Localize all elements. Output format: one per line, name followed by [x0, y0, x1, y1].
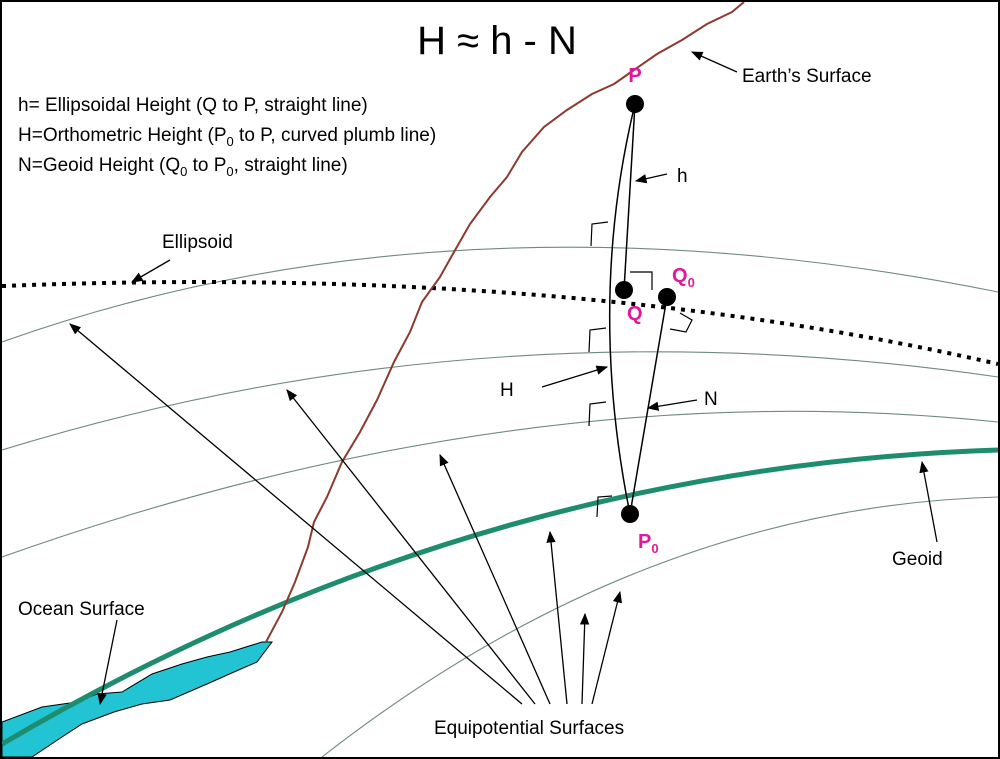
right-angle-marks [588, 221, 693, 518]
earth-surface-label: Earth’s Surface [742, 66, 872, 87]
equipotential-line-3 [2, 410, 998, 558]
geoid-label: Geoid [892, 549, 943, 570]
arrow-equipotential-2 [286, 389, 536, 705]
arrow-ellipsoid [130, 259, 171, 283]
right-angle-mark-6 [669, 312, 693, 333]
arrow-N [646, 399, 698, 411]
H-plumb-line [608, 103, 636, 515]
arrow-equipotential-4 [546, 530, 568, 705]
arrow-equipotential-1 [69, 323, 523, 705]
right-angle-mark-5 [630, 271, 653, 290]
point-Q-label: Q [627, 303, 643, 325]
arrow-equipotential-3 [439, 453, 551, 705]
h-label: h [677, 166, 688, 187]
right-angle-mark-4 [596, 495, 613, 518]
geoid-curve [2, 447, 998, 747]
definition-N: N=Geoid Height (Q0 to P0, straight line) [18, 155, 348, 179]
arrow-H [541, 365, 609, 388]
right-angle-mark-2 [588, 327, 607, 353]
definition-H: H=Orthometric Height (P0 to P, curved pl… [18, 125, 436, 149]
point-P0-label: P0 [638, 531, 659, 556]
right-angle-mark-1 [590, 221, 609, 247]
right-angle-mark-3 [588, 401, 607, 427]
arrow-geoid [919, 460, 938, 543]
ocean-surface-label: Ocean Surface [18, 599, 145, 620]
equipotential-line-1 [2, 246, 998, 343]
earth-surface-line [265, 2, 745, 643]
ellipsoid-label: Ellipsoid [162, 232, 233, 253]
diagram-title: H ≈ h - N [417, 19, 577, 63]
arrow-earth-surface [690, 51, 738, 73]
point-Q0 [658, 288, 676, 306]
equipotential-line-2 [2, 351, 998, 451]
arrow-equipotential-6 [591, 590, 622, 705]
point-P-label: P [628, 65, 641, 87]
h-line [623, 103, 636, 291]
equipotential-line-4 [321, 496, 998, 757]
ellipsoid-curve [2, 280, 998, 366]
arrow-equipotential-5 [579, 612, 590, 705]
point-P [626, 95, 644, 113]
H-label: H [500, 380, 514, 401]
equipotential-label: Equipotential Surfaces [434, 718, 624, 739]
point-P0 [621, 505, 639, 523]
point-Q [615, 281, 633, 299]
arrow-ocean [97, 619, 118, 706]
definition-h: h= Ellipsoidal Height (Q to P, straight … [18, 95, 368, 116]
N-label: N [704, 389, 718, 410]
pointer-arrows [69, 51, 938, 706]
point-Q0-label: Q0 [672, 265, 695, 290]
equipotential-lines [2, 246, 998, 757]
arrow-h [634, 173, 668, 184]
ocean-surface-area [2, 641, 273, 757]
